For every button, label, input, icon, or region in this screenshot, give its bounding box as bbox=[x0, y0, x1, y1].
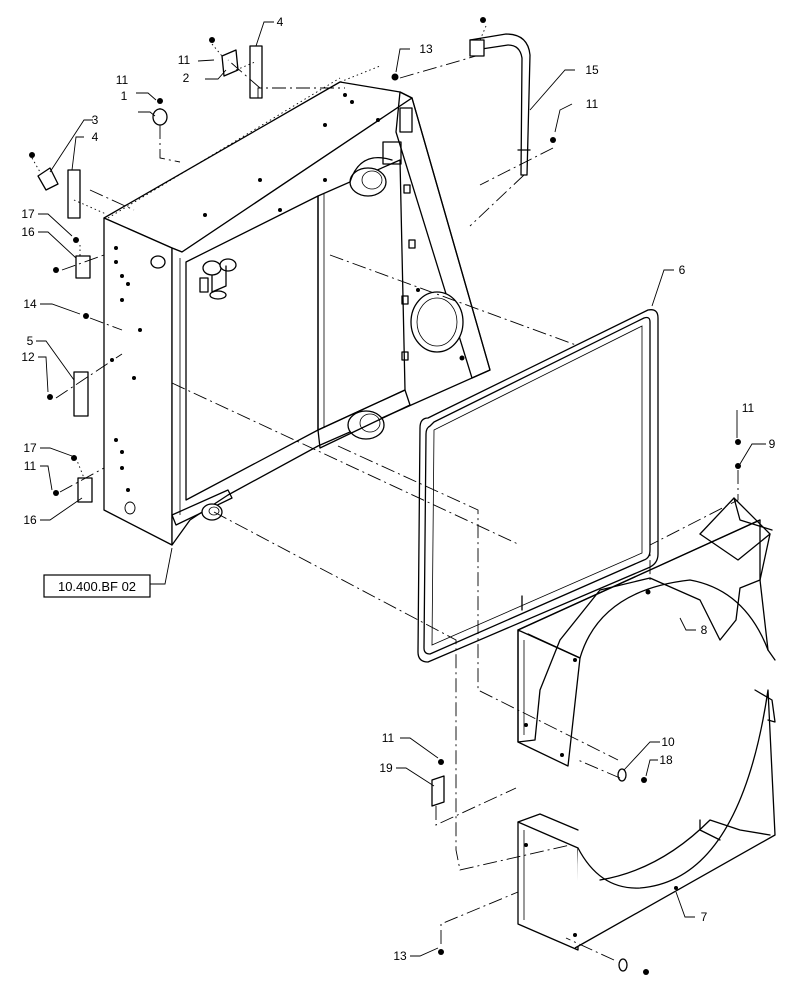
reference-label: 10.400.BF 02 bbox=[58, 579, 136, 594]
side-plate-holes bbox=[401, 184, 465, 361]
callout-13: 13 bbox=[419, 42, 433, 56]
callout-15: 15 bbox=[585, 63, 599, 77]
callout-4: 4 bbox=[92, 130, 99, 144]
bracket-part-4-top bbox=[249, 45, 263, 99]
callout-11: 11 bbox=[178, 53, 191, 67]
callout-16: 16 bbox=[21, 225, 35, 239]
assembly-center-lines bbox=[31, 25, 739, 961]
callout-numbers: 11 1 11 2 4 13 15 11 3 4 17 16 14 5 12 1… bbox=[21, 15, 775, 963]
callout-6: 6 bbox=[679, 263, 686, 277]
callout-leaders bbox=[36, 21, 766, 957]
callout-17: 17 bbox=[23, 441, 37, 455]
callout-1: 1 bbox=[121, 89, 128, 103]
washer-part-10-lower bbox=[618, 958, 628, 972]
front-face-holes bbox=[110, 246, 142, 515]
lower-fan-shroud-part-7 bbox=[517, 689, 776, 951]
top-face-holes bbox=[203, 93, 380, 217]
callout-11: 11 bbox=[116, 73, 129, 87]
bracket-part-5 bbox=[73, 371, 89, 417]
callout-11: 11 bbox=[586, 97, 599, 111]
callout-8: 8 bbox=[701, 623, 708, 637]
callout-14: 14 bbox=[23, 297, 37, 311]
clamp-part-3 bbox=[37, 167, 59, 191]
callout-16: 16 bbox=[23, 513, 37, 527]
fasteners bbox=[29, 17, 741, 975]
overflow-tube-part-15 bbox=[469, 33, 531, 176]
callout-7: 7 bbox=[701, 910, 708, 924]
callout-19: 19 bbox=[379, 761, 393, 775]
oil-cooler-fittings bbox=[150, 255, 237, 300]
callout-12: 12 bbox=[21, 350, 35, 364]
callout-2: 2 bbox=[183, 71, 190, 85]
callout-3: 3 bbox=[92, 113, 99, 127]
washer-part-10 bbox=[617, 768, 627, 782]
callout-5: 5 bbox=[27, 334, 34, 348]
plate-part-16-upper bbox=[75, 255, 91, 279]
clamp-part-2 bbox=[221, 49, 239, 77]
callout-11: 11 bbox=[742, 401, 755, 415]
bracket-part-19 bbox=[431, 775, 445, 807]
plate-part-16-lower bbox=[77, 477, 93, 503]
callout-13: 13 bbox=[393, 949, 407, 963]
callout-9: 9 bbox=[769, 437, 776, 451]
reference-box: 10.400.BF 02 bbox=[43, 574, 151, 598]
upper-fan-shroud-part-8 bbox=[517, 497, 776, 767]
callout-18: 18 bbox=[659, 753, 673, 767]
clip-part-1 bbox=[152, 108, 168, 126]
callout-4: 4 bbox=[277, 15, 284, 29]
callout-11: 11 bbox=[382, 731, 395, 745]
bracket-part-4-left bbox=[67, 169, 81, 219]
callout-17: 17 bbox=[21, 207, 35, 221]
callout-10: 10 bbox=[661, 735, 675, 749]
callout-11: 11 bbox=[24, 459, 37, 473]
